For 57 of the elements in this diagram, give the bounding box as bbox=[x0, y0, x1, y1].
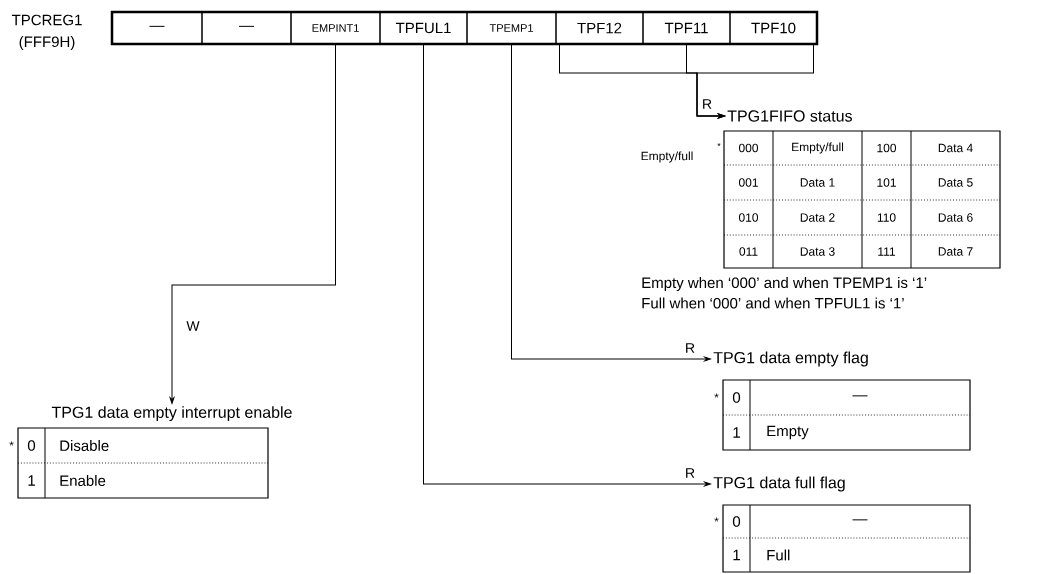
table-cell: 110 bbox=[877, 213, 896, 222]
register-bit-cell: TPEMP1 bbox=[466, 11, 557, 45]
table-heading: TPG1 data full flag bbox=[713, 476, 845, 492]
node-label: — bbox=[149, 25, 165, 27]
table-cell: 0 bbox=[732, 516, 741, 527]
arrow bbox=[511, 44, 711, 362]
default-marker: * bbox=[714, 517, 719, 522]
table-cell: 0 bbox=[27, 440, 36, 451]
table-cell: 1 bbox=[28, 475, 35, 486]
table-cell: Disable bbox=[60, 440, 109, 451]
table-cell: Data 1 bbox=[800, 178, 835, 187]
table-heading: TPG1 data empty flag bbox=[713, 351, 868, 367]
table-cell: Empty/full bbox=[792, 142, 844, 154]
table-cell: Data 4 bbox=[938, 143, 973, 153]
row-note: Empty/full bbox=[641, 151, 693, 163]
table-cell: Data 7 bbox=[938, 247, 973, 256]
table-heading: TPG1FIFO status bbox=[727, 110, 852, 122]
register-bit-cell: TPF11 bbox=[642, 11, 731, 45]
table-cell: Data 5 bbox=[938, 178, 973, 187]
register-bit-cell: EMPINT1 bbox=[290, 11, 381, 45]
table-cell: 001 bbox=[738, 178, 758, 187]
arrow bbox=[169, 44, 336, 404]
table-cell: 1 bbox=[733, 549, 740, 561]
register-name: TPCREG1 bbox=[11, 14, 82, 26]
note-text: Empty when ‘000’ and when TPEMP1 is ‘1’ bbox=[642, 277, 927, 291]
table-cell: Enable bbox=[60, 475, 106, 486]
arrow bbox=[696, 44, 814, 119]
edge-label: R bbox=[703, 99, 712, 109]
table-cell: 011 bbox=[739, 247, 758, 256]
default-marker: * bbox=[714, 393, 719, 398]
table-cell: 0 bbox=[732, 392, 741, 403]
table-cell: Data 2 bbox=[800, 213, 835, 222]
note-text: Full when ‘000’ and when TPFUL1 is ‘1’ bbox=[642, 297, 904, 309]
table-cell: 101 bbox=[877, 178, 896, 187]
table-cell: Data 6 bbox=[938, 213, 973, 222]
table-cell: Data 3 bbox=[800, 247, 835, 256]
table-cell: 1 bbox=[733, 427, 740, 438]
table-cell: 000 bbox=[738, 143, 759, 153]
table-cell: — bbox=[852, 519, 868, 521]
register-bit-cell: — bbox=[201, 11, 292, 45]
default-marker: * bbox=[9, 441, 14, 446]
edge-label: R bbox=[686, 468, 695, 478]
register-bit-cell: TPFUL1 bbox=[379, 11, 468, 45]
edge-label: W bbox=[186, 321, 200, 331]
default-marker: * bbox=[717, 142, 721, 147]
table-heading: TPG1 data empty interrupt enable bbox=[51, 406, 292, 422]
table-cell: — bbox=[852, 395, 868, 397]
edge-label: R bbox=[686, 343, 695, 353]
table-cell: Empty bbox=[767, 425, 809, 440]
table-cell: 111 bbox=[878, 247, 896, 256]
arrow bbox=[423, 44, 711, 487]
register-bit-cell: TPF12 bbox=[555, 11, 644, 45]
register-bit-cell: TPF10 bbox=[729, 11, 818, 45]
register-address: (FFF9H) bbox=[19, 36, 75, 50]
table-cell: 010 bbox=[738, 213, 759, 222]
table-cell: Full bbox=[767, 549, 790, 561]
table-cell: 100 bbox=[877, 143, 897, 153]
